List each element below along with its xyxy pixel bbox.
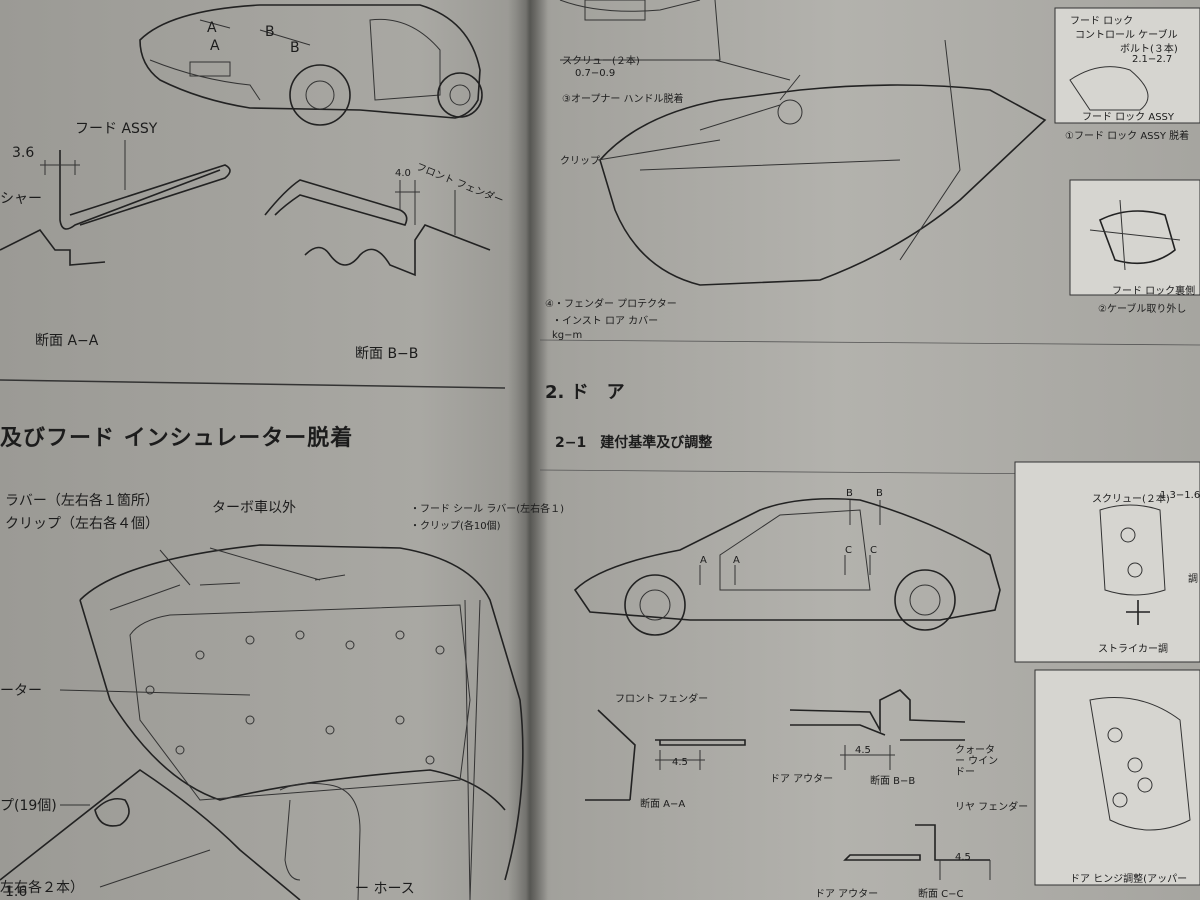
hood-lock-label: フード ロック (1070, 16, 1134, 27)
sub-section-heading: 2−1 建付基準及び調整 (555, 435, 713, 451)
hood-lock-assy-remove-caption: ①フード ロック ASSY 脱着 (1065, 131, 1190, 142)
hood-lock-boxes (1054, 7, 1200, 296)
section-cc-caption: 断面 C−C (918, 889, 964, 900)
torque-1-3: 1.3−1.6 (1160, 490, 1200, 501)
label-a1: A (700, 555, 707, 566)
hood-underside-drawing (0, 544, 524, 900)
label-b-side: B (290, 40, 300, 56)
hood-assy-label: フード ASSY (75, 121, 158, 137)
label-c2: C (870, 545, 877, 556)
dim-3-6: 3.6 (12, 145, 35, 161)
dim-4-5-c: 4.5 (955, 852, 971, 863)
door-outer-label: ドア アウター (770, 774, 834, 785)
torque-2-1: 2.1−2.7 (1132, 54, 1173, 65)
dim-4-5-b: 4.5 (855, 745, 871, 756)
adjust-label: 調 (1188, 574, 1198, 585)
hood-seal-label: ・フード シール ラバー(左右各１) (410, 504, 565, 515)
clip-10-label: ・クリップ(各10個) (410, 521, 501, 532)
book-gutter (508, 0, 548, 900)
hinge-adjust-caption: ドア ヒンジ調整(アッパー (1070, 874, 1188, 885)
door-outer-2-label: ドア アウター (815, 889, 879, 900)
quarter-window-label: クォーター ウインドー (955, 745, 999, 778)
bolt-2-label: 左右各２本） (0, 880, 84, 896)
torque-1-6: 1.6 (5, 884, 28, 900)
non-turbo-label: ターボ車以外 (212, 500, 296, 516)
label-a2: A (733, 555, 740, 566)
rubber-label: ラバー（左右各１箇所） (5, 493, 159, 509)
label-b-top: B (265, 24, 275, 40)
screw-2b-label: スクリュー(２本) (1092, 494, 1170, 505)
striker-hinge-boxes (1014, 461, 1200, 886)
fender-protector-label: ④・フェンダー プロテクター (545, 299, 677, 310)
label-b2: B (876, 488, 883, 499)
label-c1: C (845, 545, 852, 556)
section-bb2-caption: 断面 B−B (870, 776, 916, 787)
cable-remove-caption: ②ケーブル取り外し (1098, 304, 1187, 315)
dim-4-0: 4.0 (395, 168, 411, 179)
section-title: 及びフード インシュレーター脱着 (0, 426, 354, 451)
label-a-top: A (207, 20, 217, 36)
hood-lock-rear-label: フード ロック裏側 (1112, 286, 1196, 297)
insulator-label: ーター (0, 683, 42, 699)
car-illustration-top-left (139, 4, 483, 126)
section-aa2-caption: 断面 A−A (640, 799, 686, 810)
label-a-side: A (210, 38, 220, 54)
washer-label: シャー (0, 191, 42, 207)
hose-label: ー ホース (355, 881, 415, 897)
section-aa-caption: 断面 A−A (35, 333, 99, 349)
striker-adjust-caption: ストライカー調 (1098, 644, 1168, 655)
section-door-heading: 2. ド ア (545, 382, 625, 403)
section-aa-drawing (0, 140, 231, 266)
front-fender-2-label: フロント フェンダー (615, 694, 709, 705)
door-cross-sections (585, 689, 991, 880)
hood-lock-assy-label: フード ロック ASSY (1082, 112, 1175, 123)
control-cable-label: コントロール ケーブル (1075, 30, 1178, 41)
screw-2-label: スクリュー(２本) (562, 56, 640, 67)
torque-0-7: 0.7−0.9 (575, 68, 616, 79)
car-side-drawing (573, 497, 1001, 636)
rear-fender-label: リヤ フェンダー (955, 802, 1029, 813)
clip-label: クリップ（左右各４個） (5, 516, 159, 532)
opener-caption: ③オープナー ハンドル脱着 (562, 94, 684, 105)
inst-cover-label: ・インスト ロア カバー (552, 316, 659, 327)
clip-19-label: プ(19個) (0, 798, 57, 814)
bolt-3-label: ボルト(３本) (1120, 44, 1178, 55)
clip-right-label: クリップ (560, 156, 600, 167)
dim-4-5-a: 4.5 (672, 757, 688, 768)
kgm-unit: kg−m (552, 330, 583, 341)
label-b1: B (846, 488, 853, 499)
hood-opener-drawing (559, 0, 1047, 286)
section-bb-caption: 断面 B−B (355, 346, 419, 362)
section-bb-drawing (264, 179, 491, 277)
